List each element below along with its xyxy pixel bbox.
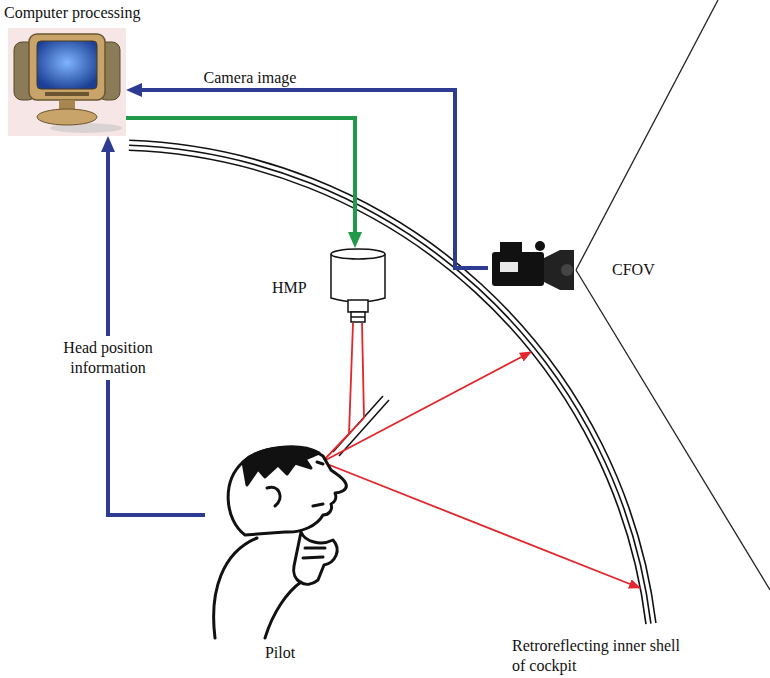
cockpit-shell: [129, 140, 656, 624]
part-label: Retroreflecting inner shell of cockpit: [512, 636, 694, 676]
node-label: CFOV: [612, 260, 655, 280]
camera-fov-node: CFOV: [488, 0, 770, 678]
signal-connector: [108, 149, 205, 515]
signal-connector: [126, 118, 355, 235]
pilot-figure: [214, 447, 347, 638]
node-label: HMP: [272, 278, 307, 298]
computer-node: Computer processing: [8, 28, 126, 136]
beam-splitter: [333, 396, 389, 456]
camera-icon: [492, 241, 574, 290]
signal-label: Head position information: [44, 336, 172, 380]
node-label: Computer processing: [4, 3, 140, 23]
signal-label: Camera image: [195, 66, 305, 90]
computer-icon: [8, 28, 126, 136]
node-label: Pilot: [205, 643, 355, 663]
hmp-node: HMP: [330, 248, 386, 324]
light-rays: [322, 323, 640, 588]
projector-icon: [331, 249, 385, 322]
fov-cone: [576, 0, 770, 590]
pilot-node: Pilot: [205, 440, 355, 640]
